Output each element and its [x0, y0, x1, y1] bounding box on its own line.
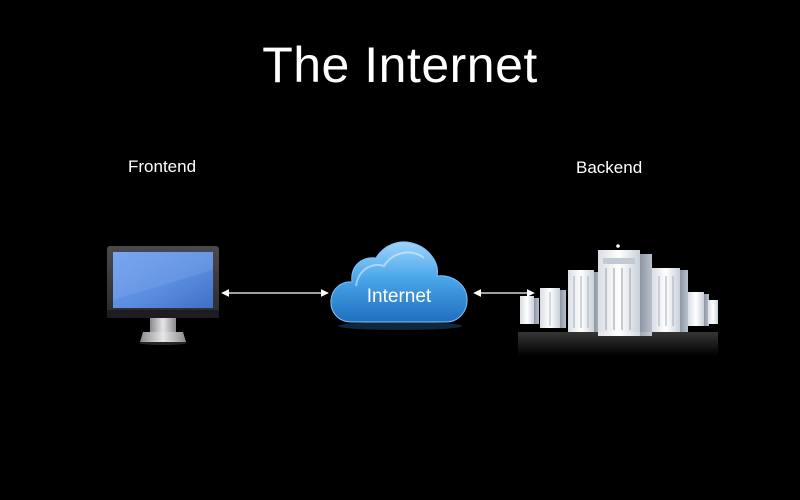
monitor-icon	[107, 246, 219, 345]
cloud-label: Internet	[367, 286, 432, 307]
server-rack	[540, 288, 566, 328]
frontend-label: Frontend	[128, 157, 197, 176]
server-rack	[598, 244, 652, 336]
server-rack-icon	[518, 244, 718, 356]
backend-label: Backend	[576, 158, 643, 177]
server-rack	[688, 292, 709, 326]
server-rack	[568, 270, 602, 332]
slide-title: The Internet	[262, 37, 538, 93]
server-rack	[520, 296, 539, 324]
server-rack	[708, 300, 718, 324]
server-rack	[652, 268, 688, 332]
cloud-icon: Internet	[330, 241, 468, 330]
